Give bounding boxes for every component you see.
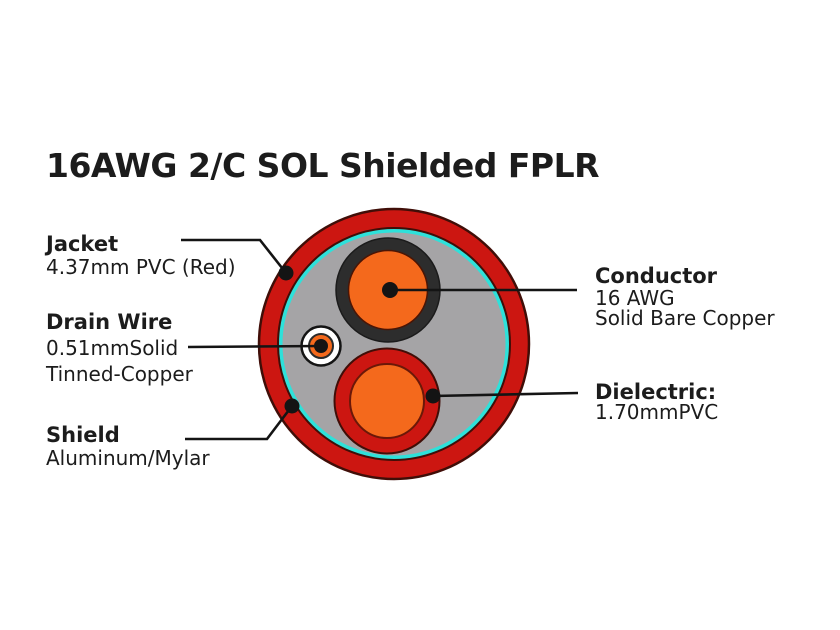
dielectric-callout-line bbox=[432, 391, 579, 398]
drain-wire-callout-line bbox=[187, 344, 322, 349]
jacket-callout-line bbox=[181, 238, 288, 274]
jacket-spec-line: 4.37mm PVC (Red) bbox=[46, 255, 236, 279]
shield-label: Shield bbox=[46, 423, 120, 447]
shield-callout-dot bbox=[284, 398, 300, 414]
shield-callout-line bbox=[185, 405, 294, 441]
conductor-label: Conductor bbox=[595, 264, 718, 288]
drain-wire-spec-line-1: 0.51mmSolid bbox=[46, 336, 179, 360]
drain-wire-callout-dot bbox=[314, 339, 328, 353]
drain-wire-label: Drain Wire bbox=[46, 310, 173, 334]
conductor-spec-line-1: 16 AWG bbox=[595, 286, 675, 310]
dielectric-core bbox=[349, 363, 425, 439]
jacket-callout-dot bbox=[278, 265, 294, 281]
diagram-title: 16AWG 2/C SOL Shielded FPLR bbox=[46, 146, 600, 185]
dielectric-spec-line: 1.70mmPVC bbox=[595, 400, 719, 424]
jacket-label: Jacket bbox=[46, 232, 119, 256]
dielectric-callout-dot bbox=[425, 388, 441, 404]
shield-spec-line: Aluminum/Mylar bbox=[46, 446, 210, 470]
conductor-callout-dot bbox=[382, 282, 398, 298]
drain-wire-spec-line-2: Tinned-Copper bbox=[46, 362, 193, 386]
conductor-spec-line-2: Solid Bare Copper bbox=[595, 306, 775, 330]
dielectric-label: Dielectric: bbox=[595, 380, 717, 404]
